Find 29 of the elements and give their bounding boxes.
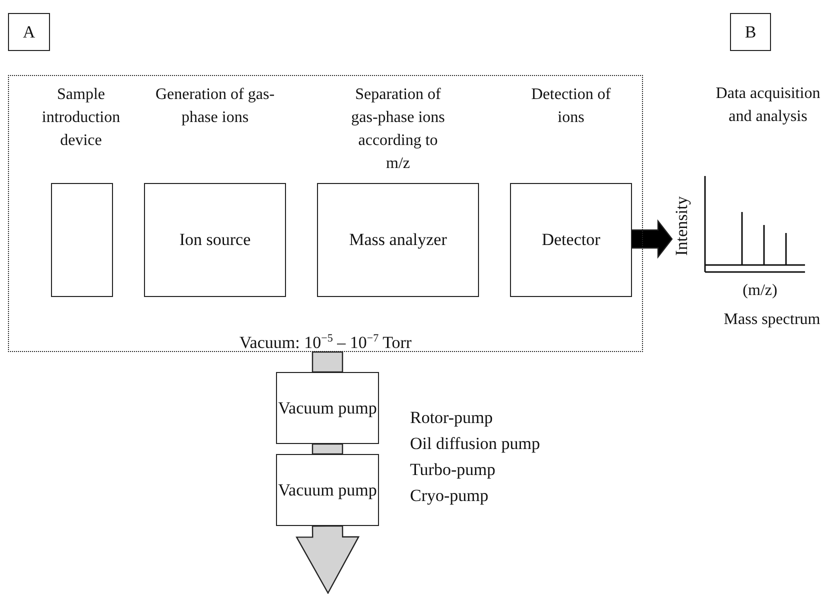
box-label: A: [22, 21, 36, 43]
box-label: B: [744, 21, 758, 43]
axis-label: Intensity: [672, 196, 692, 256]
pump-box: [276, 372, 379, 444]
pump-type-label: Turbo-pump: [410, 459, 496, 481]
vacuum-enclosure: [8, 75, 643, 352]
pump-box: [276, 454, 379, 526]
panel-letter: [730, 13, 771, 51]
vacuum-label: Vacuum: 10$^{−5}$ – 10$^{−7}$ Torr: [238, 332, 413, 354]
block-arrow: [312, 443, 344, 455]
stage-heading: Detection of ions: [530, 85, 612, 128]
box-label: Mass analyzer: [348, 229, 448, 250]
box-label: Detector: [540, 229, 602, 250]
pump-type-label: Oil diffusion pump: [410, 433, 540, 455]
box-label: Vacuum pump: [277, 397, 378, 419]
stage-heading: Separation of gas-phase ions according to m/z: [350, 85, 446, 174]
block-arrow: [630, 219, 673, 259]
box-label: Ion source: [178, 229, 252, 250]
pump-type-label: Rotor-pump: [410, 407, 493, 429]
box-label: Vacuum pump: [277, 479, 378, 501]
block-arrow: [296, 525, 360, 594]
panel-letter: [8, 13, 50, 51]
spectrum-label: Mass spectrum: [722, 310, 822, 330]
axis-label: (m/z): [742, 281, 778, 301]
block-arrow: [312, 351, 344, 373]
stage-heading: Generation of gas-phase ions: [154, 85, 276, 128]
pump-type-label: Cryo-pump: [410, 485, 488, 507]
panel-heading: Data acquisition and analysis: [714, 84, 822, 127]
stage-heading: Sample introduction device: [40, 85, 122, 151]
